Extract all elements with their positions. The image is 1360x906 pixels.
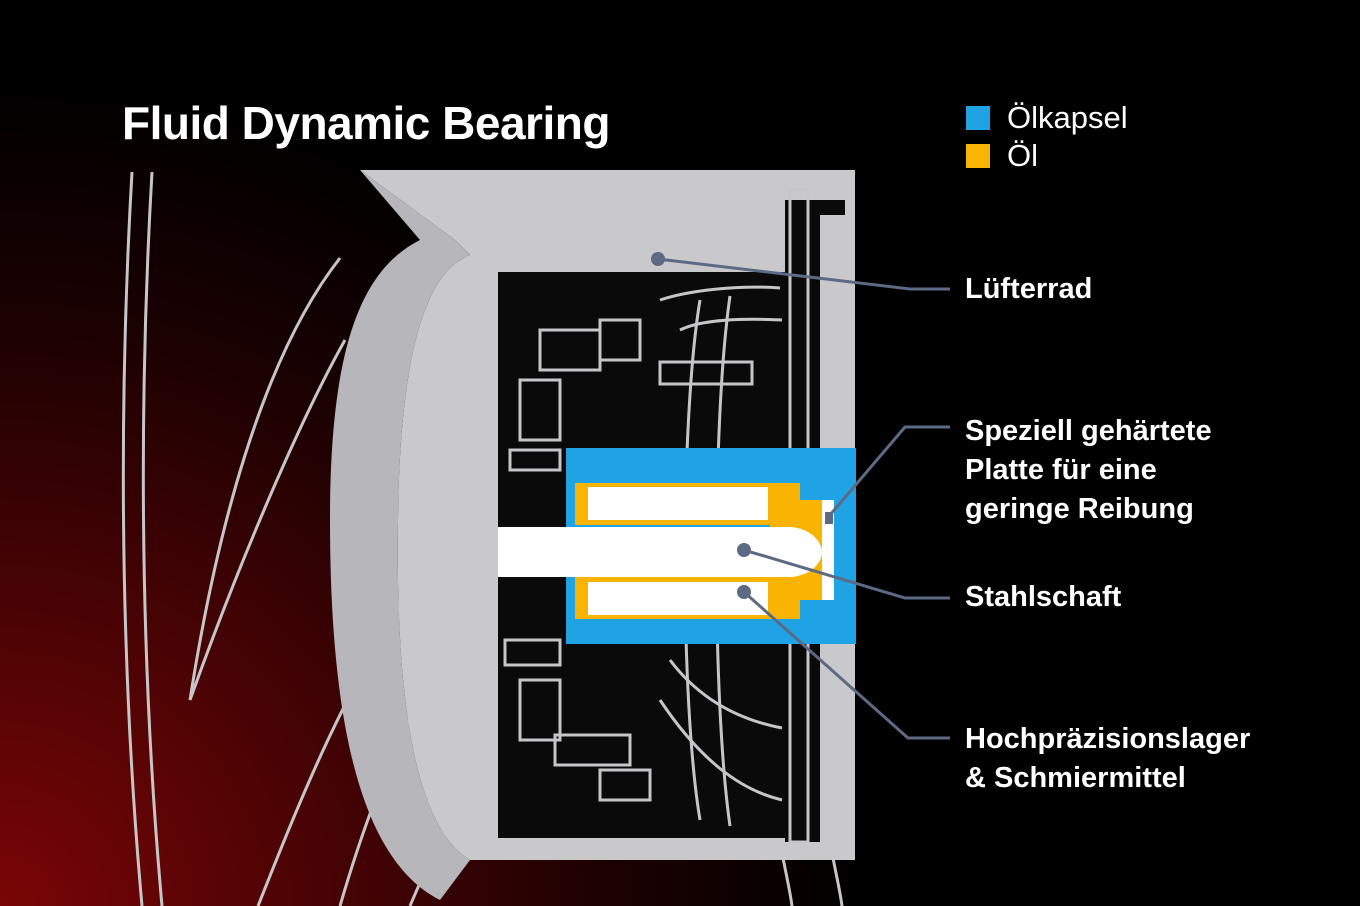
- callout-steel-shaft: Stahlschaft: [965, 578, 1121, 617]
- legend-swatch-oil: [966, 144, 990, 168]
- callout-precision-bearing-line-2: & Schmiermittel: [965, 762, 1186, 794]
- legend-swatch-oil-capsule: [966, 106, 990, 130]
- leader-lines: [657, 257, 950, 740]
- callout-hardened-plate: Speziell gehärtete Platte für eine gerin…: [965, 412, 1212, 529]
- callout-precision-bearing-line-1: Hochpräzisionslager: [965, 723, 1251, 755]
- bearing-sleeve-bottom: [588, 582, 768, 615]
- callout-fan-wheel: Lüfterrad: [965, 270, 1092, 309]
- callout-precision-bearing: Hochpräzisionslager & Schmiermittel: [965, 720, 1250, 798]
- legend-item-oil-capsule: Ölkapsel: [966, 99, 1128, 137]
- legend-label-oil-capsule: Ölkapsel: [1007, 100, 1128, 135]
- legend: Ölkapsel Öl: [966, 99, 1128, 175]
- callout-steel-shaft-line: Stahlschaft: [965, 581, 1122, 613]
- bearing-sleeve-top: [588, 487, 768, 520]
- motor-internal-outlines: [503, 285, 783, 827]
- page-title: Fluid Dynamic Bearing: [122, 97, 610, 149]
- shaft-tip: [792, 527, 822, 577]
- legend-label-oil: Öl: [1007, 138, 1038, 173]
- callout-hardened-plate-line-1: Speziell gehärtete: [965, 415, 1212, 447]
- callout-hardened-plate-line-3: geringe Reibung: [965, 493, 1194, 525]
- callout-hardened-plate-line-2: Platte für eine: [965, 454, 1157, 486]
- legend-item-oil: Öl: [966, 137, 1128, 175]
- leader-dots: [651, 252, 751, 599]
- callout-fan-wheel-line: Lüfterrad: [965, 273, 1093, 305]
